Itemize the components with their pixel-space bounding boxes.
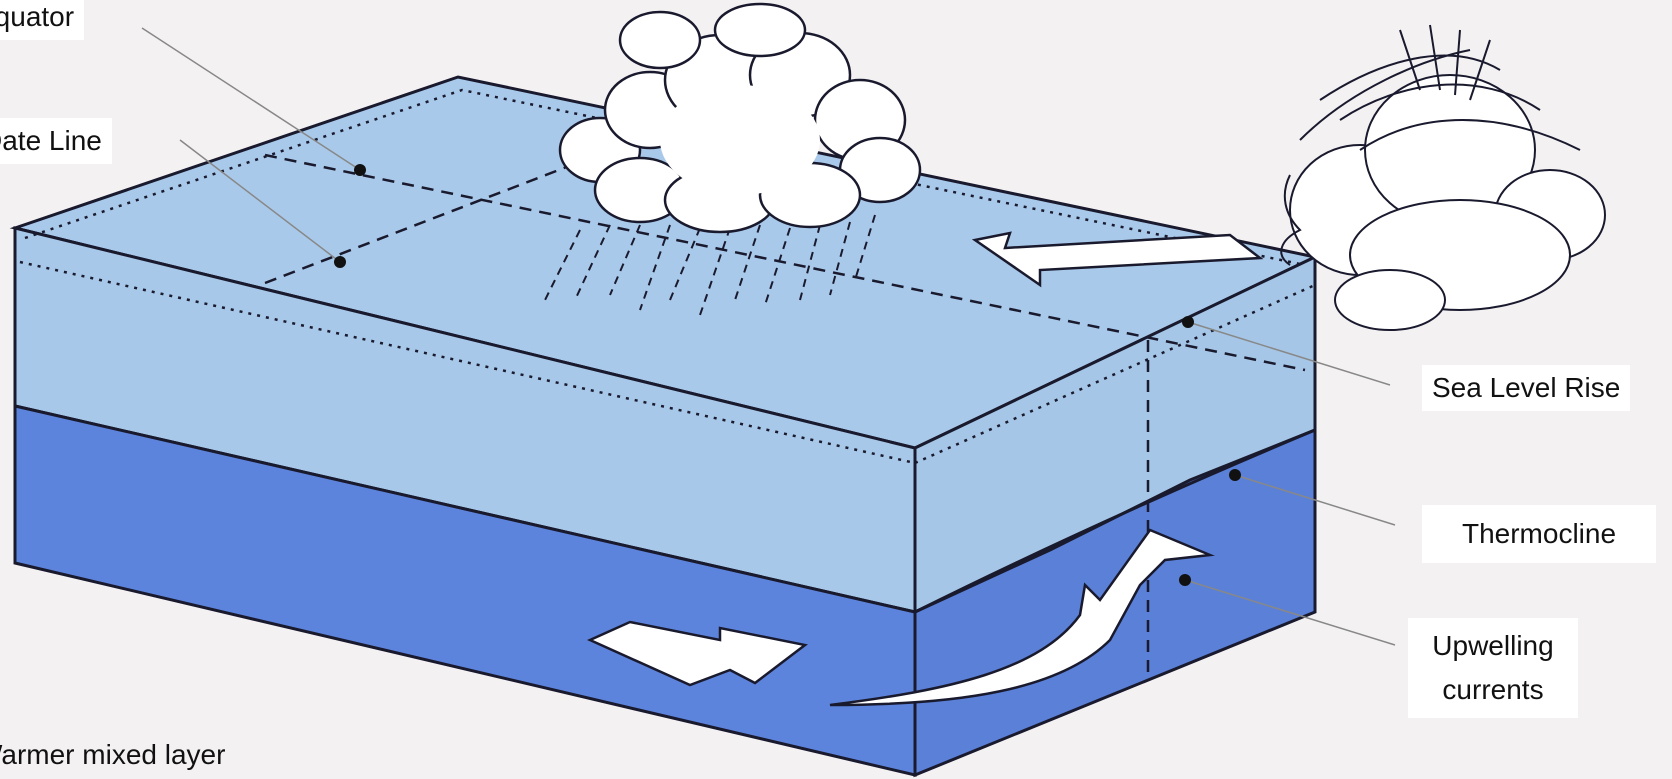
equator-label: Equator: [0, 0, 84, 40]
warmer-mixed-layer-label: Warmer mixed layer: [0, 732, 235, 778]
upwelling-label-line2: currents: [1418, 668, 1568, 712]
sea-level-rise-label: Sea Level Rise: [1422, 365, 1630, 411]
upwelling-label: Upwelling currents: [1408, 618, 1578, 718]
wind-face-icon: [1281, 25, 1605, 330]
upwelling-label-line1: Upwelling: [1418, 624, 1568, 668]
rain-cloud-icon: [560, 4, 920, 232]
thermocline-label: Thermocline: [1422, 505, 1656, 563]
date-line-label: Date Line: [0, 118, 112, 164]
